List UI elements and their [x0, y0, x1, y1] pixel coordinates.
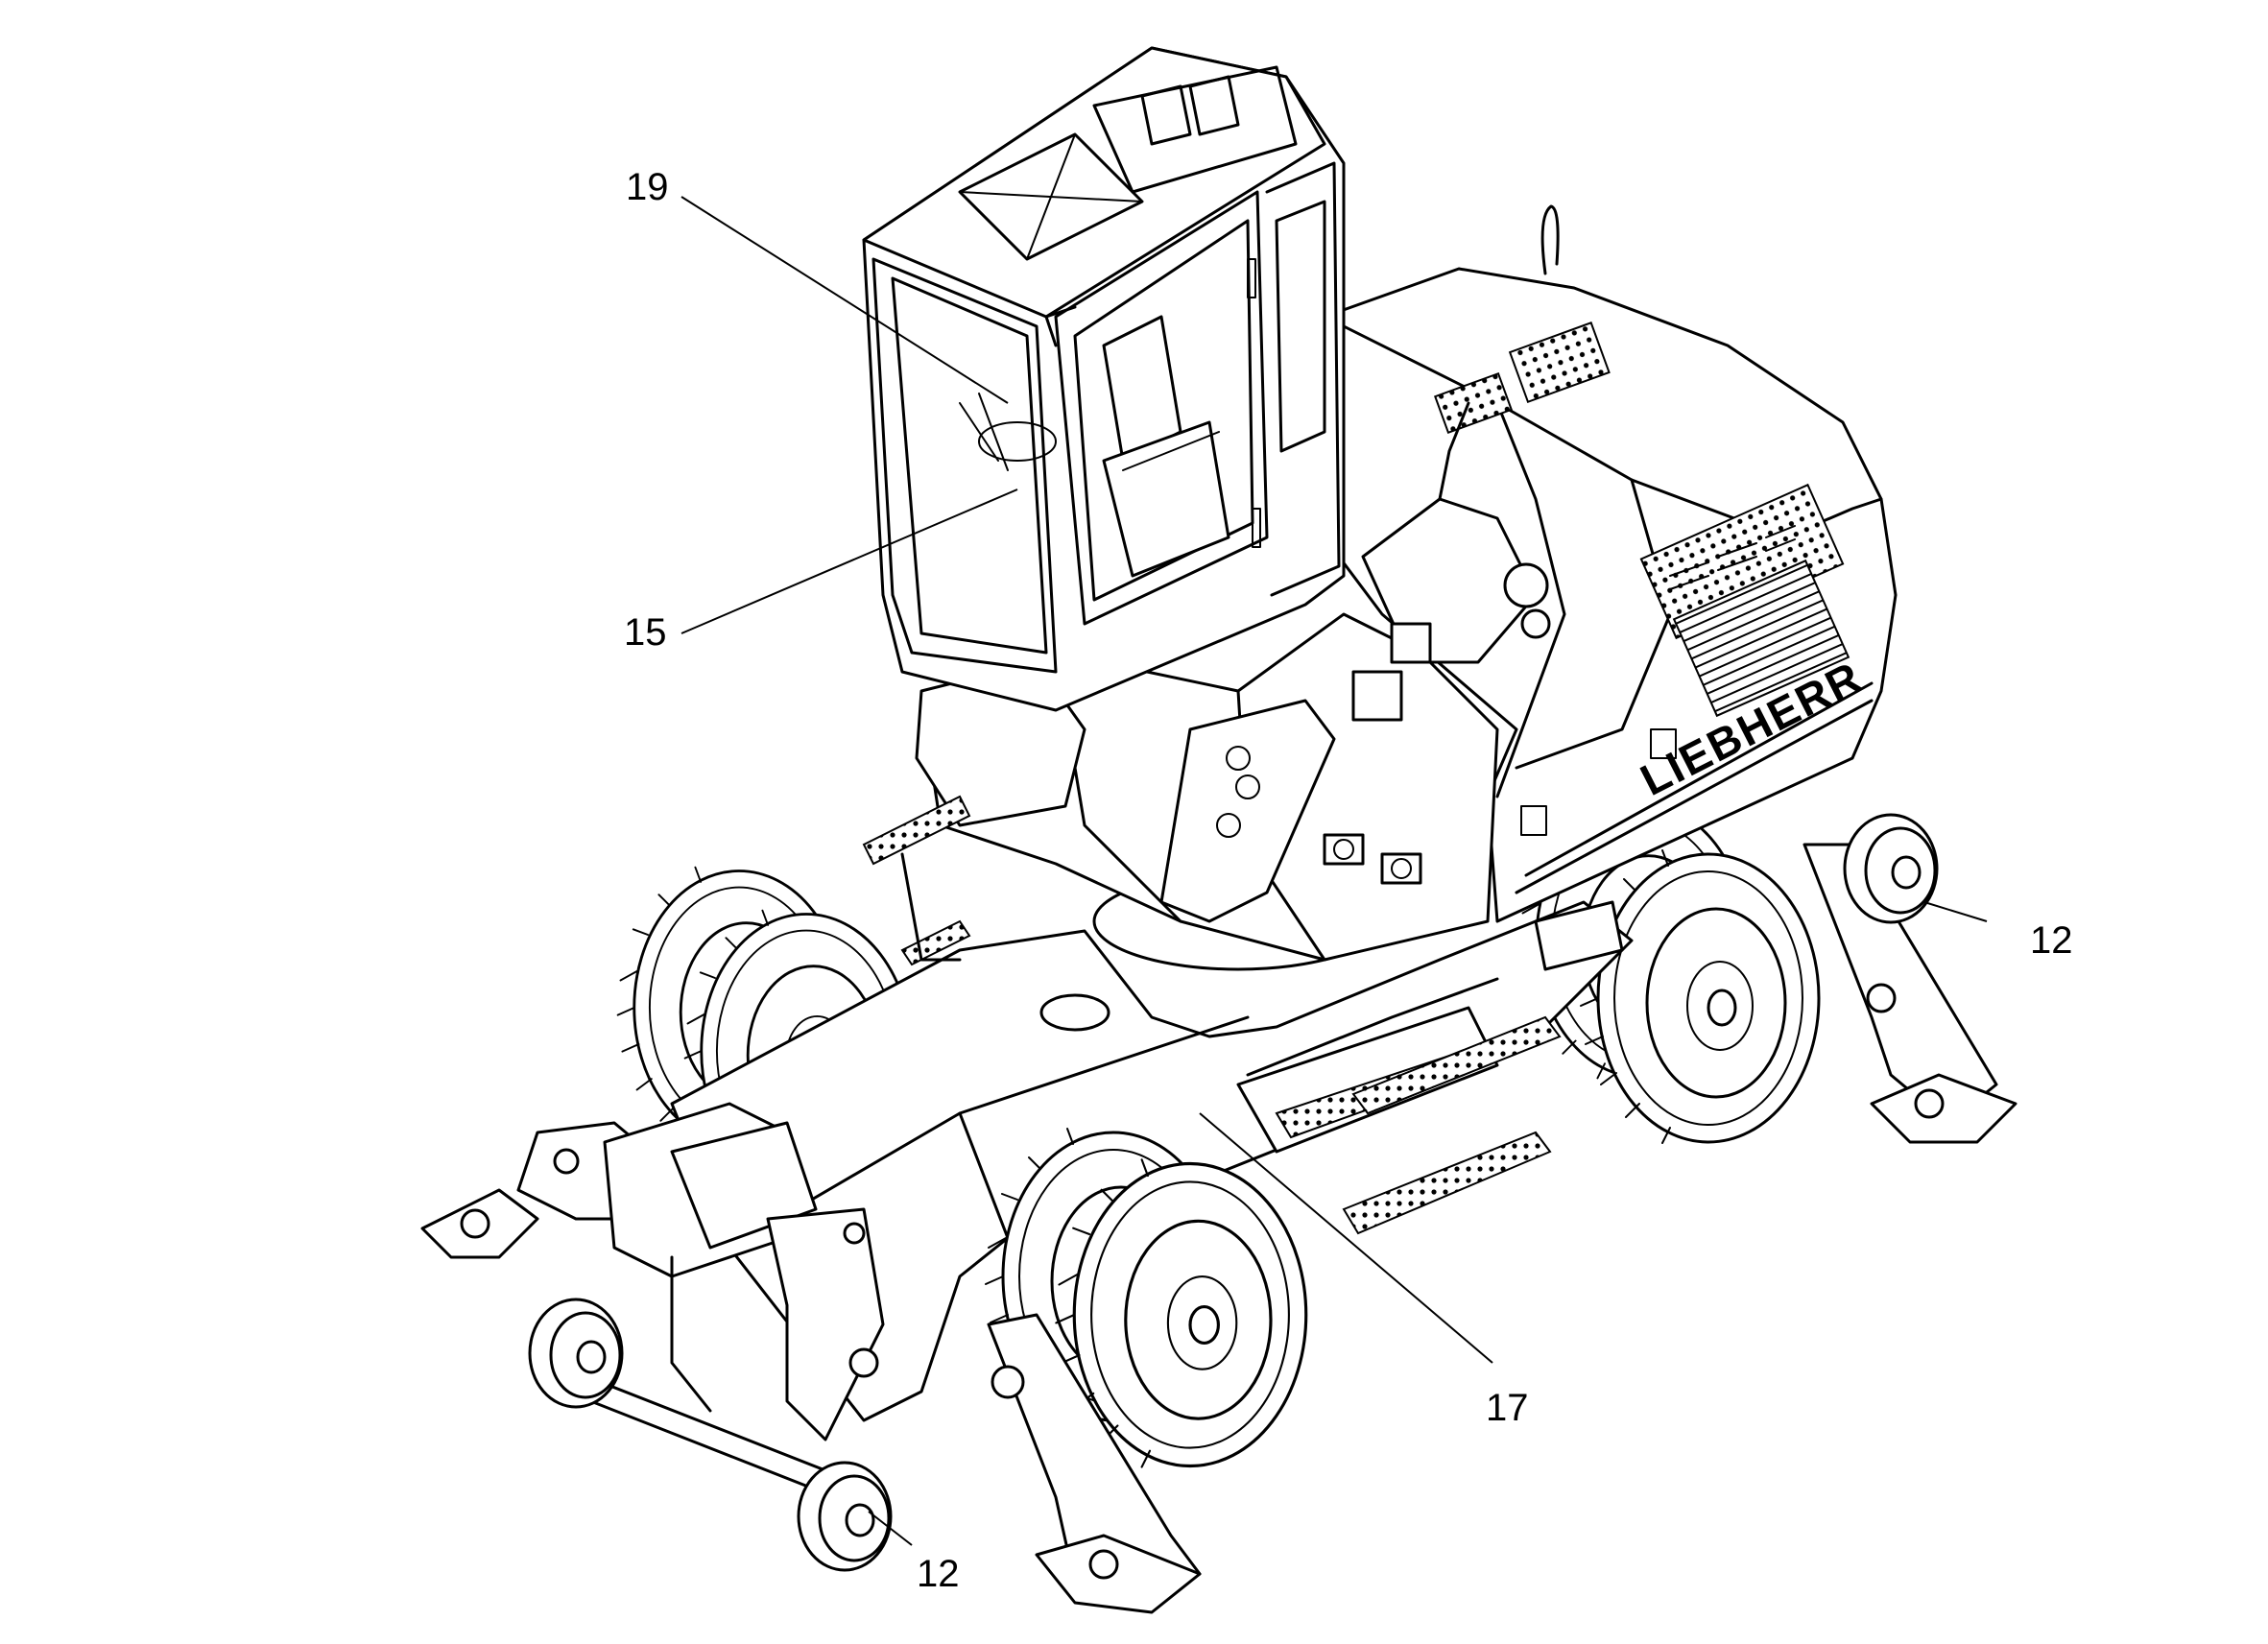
- leader-19: [680, 196, 1009, 404]
- callout-15: 15: [624, 611, 667, 654]
- leader-17: [1199, 1112, 1493, 1364]
- callout-12-front: 12: [917, 1553, 960, 1595]
- leader-15: [680, 488, 1018, 634]
- rail-wheel-rear: [1843, 813, 1939, 924]
- rail-wheel-front-left: [528, 1298, 624, 1409]
- leader-12-front: [868, 1511, 913, 1546]
- callout-17: 17: [1486, 1387, 1529, 1429]
- rail-wheel-front-right: [797, 1461, 893, 1572]
- front-rail-guide: [564, 1102, 885, 1499]
- outrigger-front-right: [987, 1313, 1202, 1614]
- callout-12-right: 12: [2030, 919, 2073, 962]
- operator-cab: [862, 46, 1346, 827]
- callout-19: 19: [626, 166, 669, 208]
- leader-12-right: [1923, 901, 1988, 922]
